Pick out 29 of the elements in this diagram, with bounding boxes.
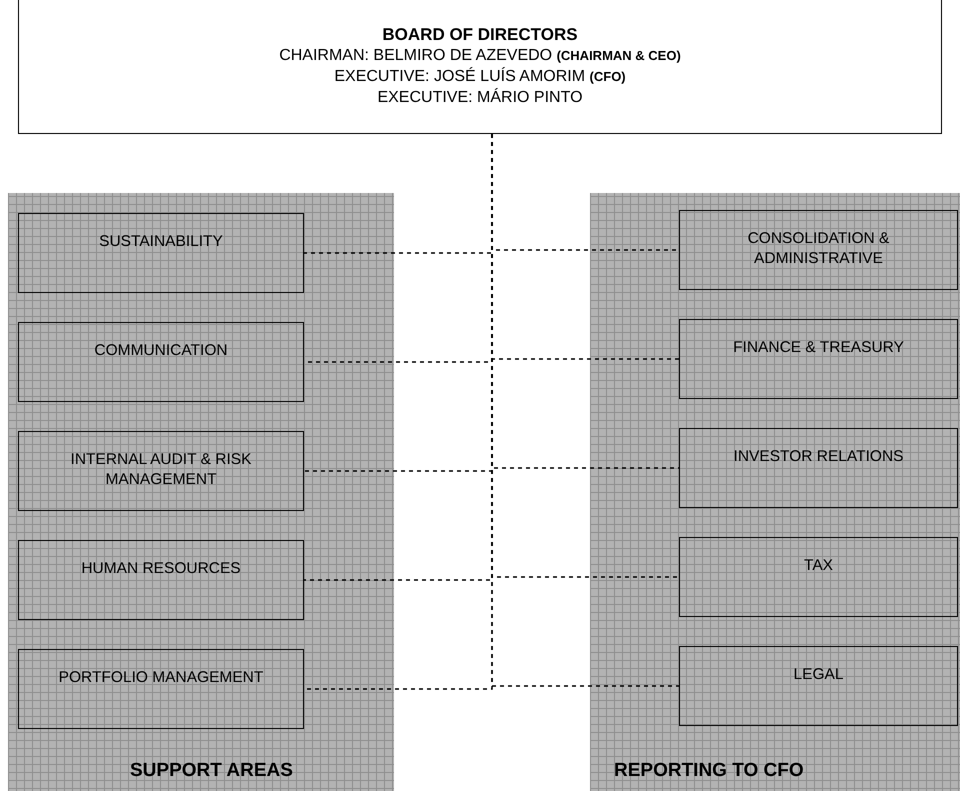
department-box — [18, 213, 304, 293]
department-box — [679, 319, 958, 399]
panel-title: SUPPORT AREAS — [130, 760, 293, 782]
department-box — [18, 540, 304, 620]
board-member-text: EXECUTIVE: JOSÉ LUÍS AMORIM (CFO) — [334, 67, 626, 87]
department-name: HUMAN RESOURCES — [81, 559, 241, 579]
department-box — [18, 431, 304, 511]
department-name: CONSOLIDATION & ADMINISTRATIVE — [746, 229, 890, 269]
board-member-text: CHAIRMAN: BELMIRO DE AZEVEDO (CHAIRMAN & CEO) — [279, 46, 681, 66]
group-panel — [8, 193, 394, 791]
board-title: BOARD OF DIRECTORS — [382, 25, 578, 45]
department-name: LEGAL — [794, 665, 844, 685]
department-box — [679, 646, 958, 726]
department-box — [18, 322, 304, 402]
group-panel — [590, 193, 960, 791]
department-box — [18, 649, 304, 729]
department-name: FINANCE & TREASURY — [733, 338, 904, 358]
department-name: PORTFOLIO MANAGEMENT — [58, 668, 264, 688]
department-box — [679, 537, 958, 617]
department-name: SUSTAINABILITY — [99, 232, 223, 252]
panel-title: REPORTING TO CFO — [614, 760, 804, 782]
board-member-text: EXECUTIVE: MÁRIO PINTO — [377, 88, 583, 108]
department-box — [679, 210, 958, 290]
department-name: TAX — [804, 556, 833, 576]
board-box — [18, 0, 942, 134]
department-box — [679, 428, 958, 508]
department-name: COMMUNICATION — [94, 341, 228, 361]
department-name: INVESTOR RELATIONS — [734, 447, 904, 467]
department-name: INTERNAL AUDIT & RISK MANAGEMENT — [70, 450, 252, 490]
